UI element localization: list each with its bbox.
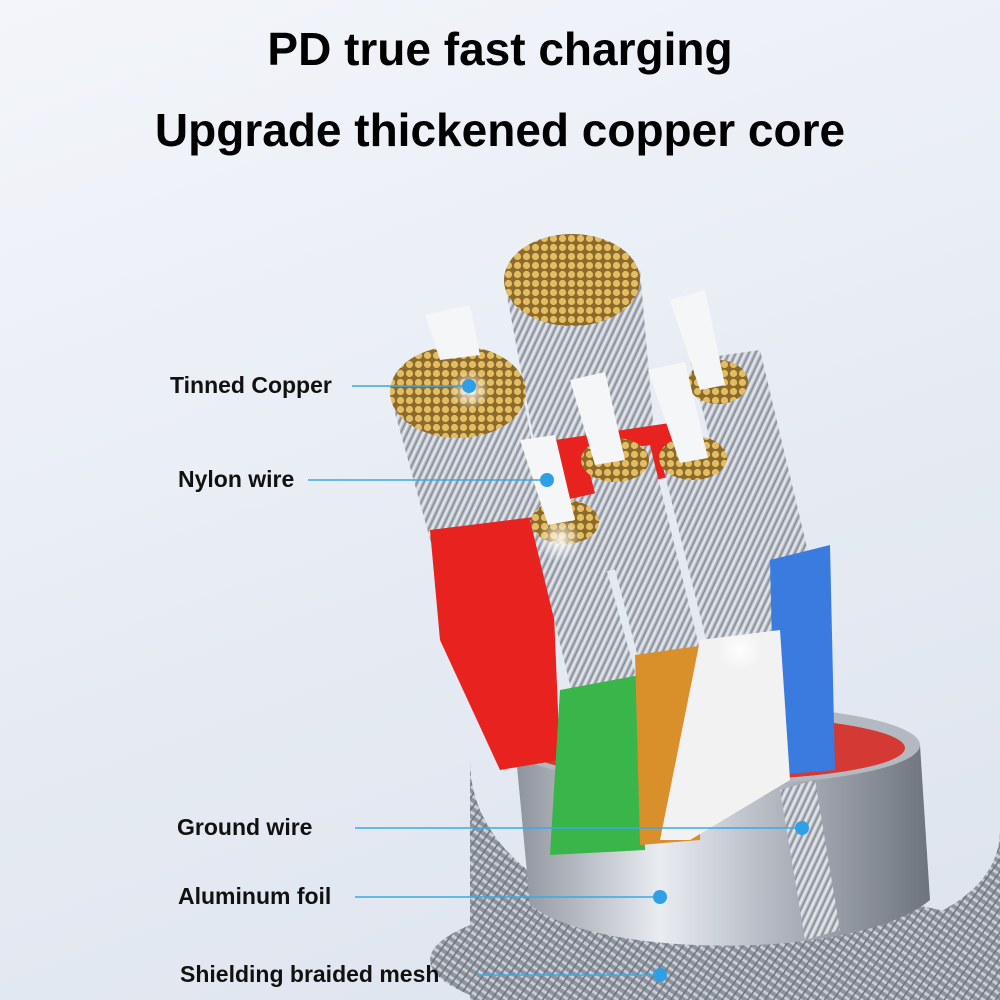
callout-label-shielding-braided-mesh: Shielding braided mesh xyxy=(180,961,440,987)
highlight-glow xyxy=(538,518,582,562)
highlight-glow xyxy=(718,628,762,672)
headline-line-1: PD true fast charging xyxy=(267,23,733,75)
callout-label-aluminum-foil: Aluminum foil xyxy=(178,883,332,909)
callout-lines xyxy=(308,379,809,982)
callout-dot-tinned-copper xyxy=(462,379,476,393)
callout-dot-ground-wire xyxy=(795,821,809,835)
callout-label-ground-wire: Ground wire xyxy=(177,814,313,840)
headline-line-2: Upgrade thickened copper core xyxy=(154,104,846,156)
inner-wires xyxy=(390,234,840,940)
callout-dot-nylon-wire xyxy=(540,473,554,487)
callout-dot-aluminum-foil xyxy=(653,890,667,904)
callout-label-tinned-copper: Tinned Copper xyxy=(170,372,332,398)
callout-label-nylon-wire: Nylon wire xyxy=(178,466,295,492)
callout-dot-braided-mesh xyxy=(653,968,667,982)
